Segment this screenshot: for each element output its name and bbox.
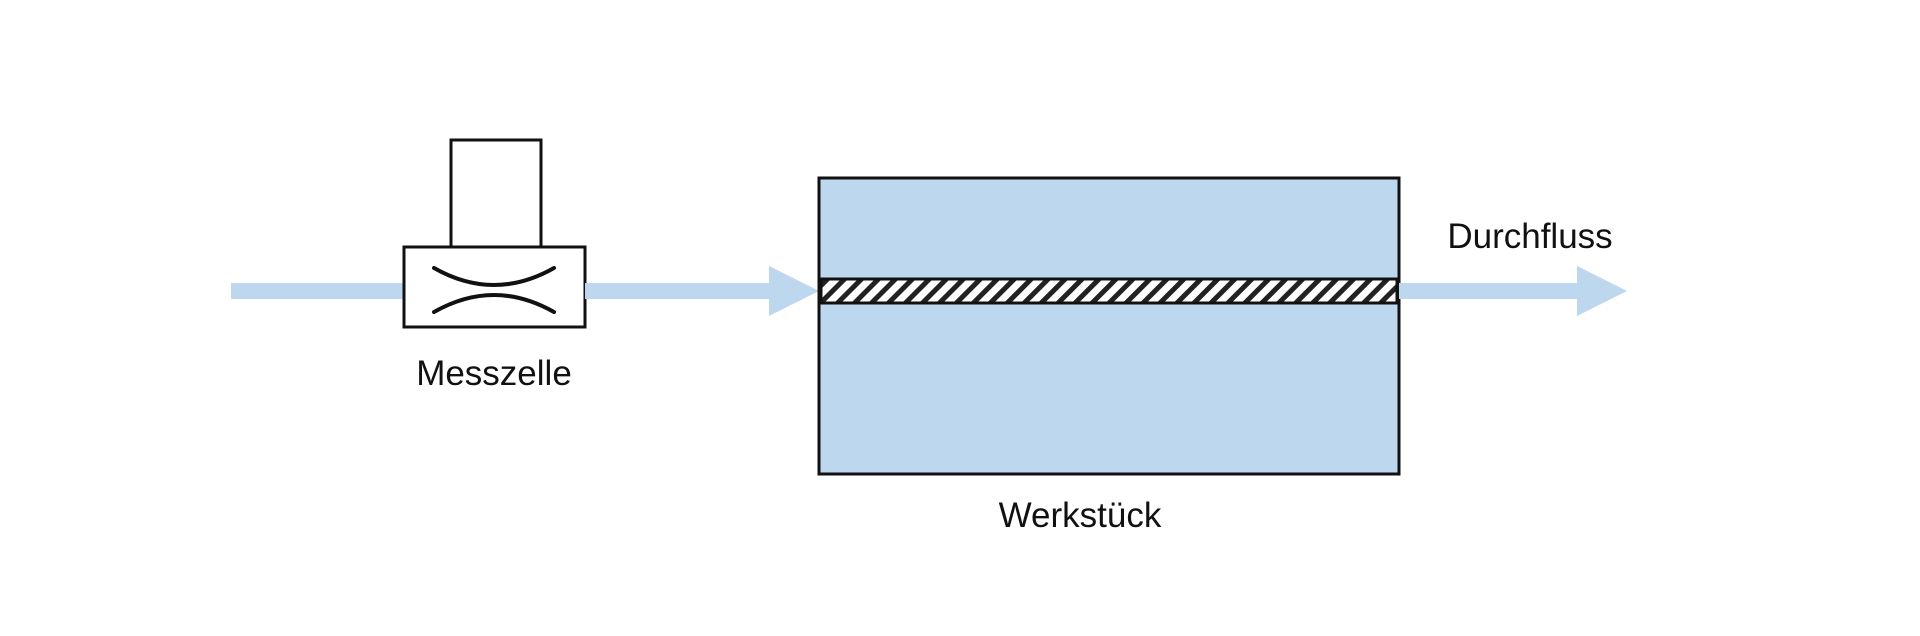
feed-arrow-head: [769, 266, 819, 316]
outlet-arrow-head: [1577, 266, 1627, 316]
outlet-flow-line: [1399, 283, 1579, 299]
measuring-cell-head: [449, 138, 543, 249]
inlet-flow-line: [231, 283, 406, 299]
workpiece-block: [817, 176, 1401, 476]
restrictor-icon: [432, 266, 556, 314]
measuring-cell: [402, 138, 587, 329]
feed-flow-line: [585, 283, 770, 299]
workpiece-label: Werkstück: [999, 496, 1162, 535]
flow-label: Durchfluss: [1447, 217, 1612, 256]
workpiece-bore: [819, 277, 1399, 305]
measuring-cell-label: Messzelle: [416, 354, 572, 393]
